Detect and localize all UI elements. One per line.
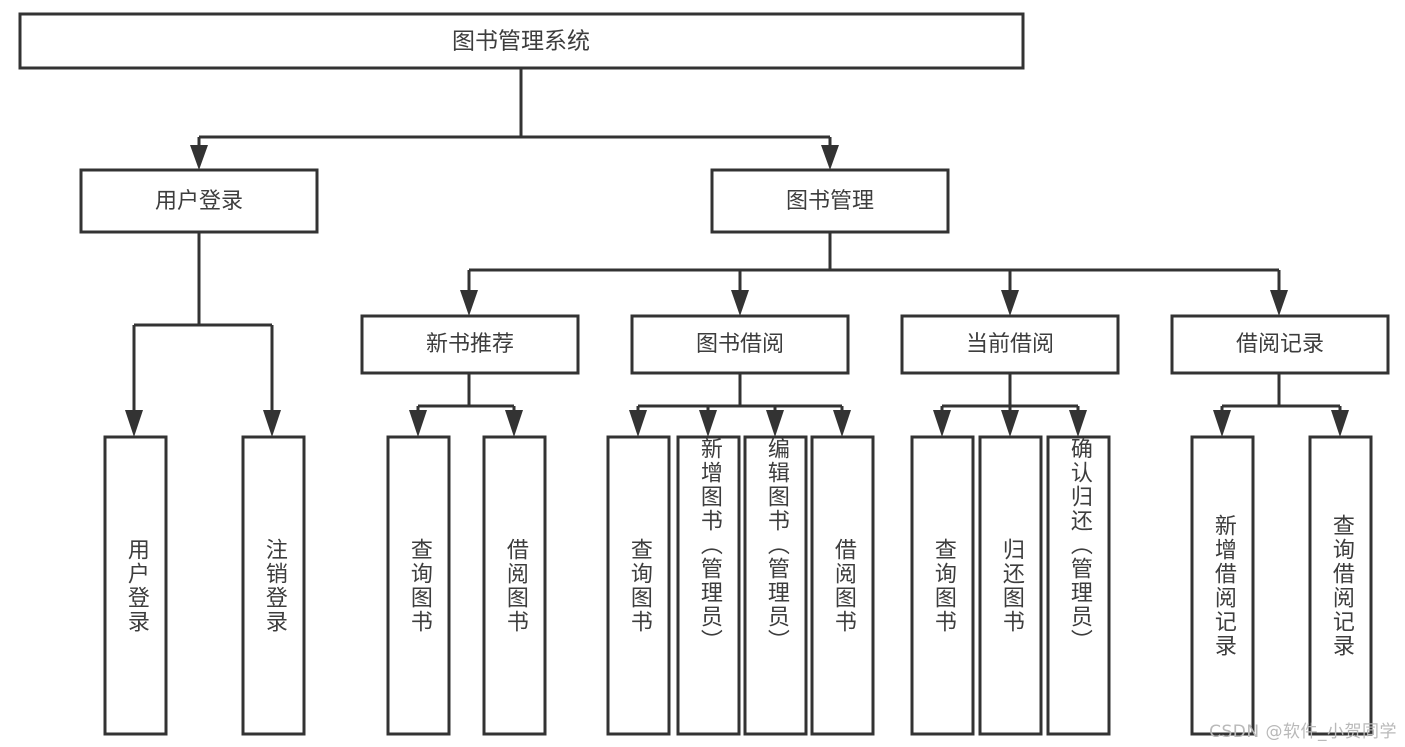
node-current-borrow-label: 当前借阅 bbox=[966, 332, 1054, 357]
arrow-icon-newbook-leaf-2 bbox=[505, 410, 523, 437]
node-current-borrow-box[interactable] bbox=[900, 314, 1120, 375]
node-current-borrow[interactable]: 当前借阅 bbox=[900, 314, 1120, 375]
arrow-icon-bookborrow-leaf-3 bbox=[766, 410, 784, 437]
connector-group-bookborrow-to-leaves bbox=[629, 373, 851, 437]
connector-group-newbook-to-leaves bbox=[409, 373, 523, 437]
connector-group-bookmanage-to-level3 bbox=[460, 232, 1288, 316]
arrow-icon-currentborrow-leaf-3 bbox=[1069, 410, 1087, 437]
node-user-login-box[interactable] bbox=[79, 168, 319, 234]
leaf-box-new-book-1[interactable] bbox=[386, 435, 451, 736]
leaf-box-user-login-1[interactable] bbox=[103, 435, 168, 736]
arrow-icon-to-new-book bbox=[460, 290, 478, 316]
watermark-label: CSDN @软件_小贺同学 bbox=[1209, 722, 1397, 742]
arrow-icon-borrowrecord-leaf-2 bbox=[1331, 410, 1349, 437]
leaf-node-user-login-2[interactable] bbox=[241, 435, 306, 736]
connector-group-root-to-level2 bbox=[190, 68, 839, 170]
leaf-box-book-borrow-2[interactable] bbox=[676, 435, 741, 736]
leaf-node-user-login-1[interactable] bbox=[103, 435, 168, 736]
node-root-box[interactable] bbox=[18, 12, 1025, 70]
leaf-box-current-borrow-1[interactable] bbox=[910, 435, 975, 736]
node-book-borrow[interactable]: 图书借阅 bbox=[630, 314, 850, 375]
connector-group-userlogin-to-leaves bbox=[125, 232, 281, 437]
leaf-node-borrow-record-2[interactable] bbox=[1308, 435, 1373, 736]
node-borrow-record-box[interactable] bbox=[1170, 314, 1390, 375]
arrow-icon-bookborrow-leaf-1 bbox=[629, 410, 647, 437]
arrow-icon-to-borrow-record bbox=[1270, 290, 1288, 316]
arrow-icon-borrowrecord-leaf-1 bbox=[1213, 410, 1231, 437]
leaf-node-current-borrow-3[interactable] bbox=[1046, 435, 1111, 736]
node-root-label: 图书管理系统 bbox=[452, 29, 590, 55]
leaf-node-new-book-2[interactable] bbox=[482, 435, 547, 736]
leaf-node-current-borrow-2[interactable] bbox=[978, 435, 1043, 736]
node-new-book-box[interactable] bbox=[360, 314, 580, 375]
arrow-icon-to-current-borrow bbox=[1001, 290, 1019, 316]
leaf-box-current-borrow-2[interactable] bbox=[978, 435, 1043, 736]
node-book-manage-box[interactable] bbox=[710, 168, 950, 234]
leaf-box-book-borrow-4[interactable] bbox=[810, 435, 875, 736]
leaf-node-borrow-record-1[interactable] bbox=[1190, 435, 1255, 736]
arrow-icon-to-book-manage bbox=[821, 145, 839, 170]
leaf-box-borrow-record-2[interactable] bbox=[1308, 435, 1373, 736]
leaf-node-current-borrow-1[interactable] bbox=[910, 435, 975, 736]
leaf-node-book-borrow-1[interactable] bbox=[606, 435, 671, 736]
node-new-book-label: 新书推荐 bbox=[426, 332, 514, 357]
node-root[interactable]: 图书管理系统 bbox=[18, 12, 1025, 70]
arrow-icon-bookborrow-leaf-2 bbox=[699, 410, 717, 437]
leaf-node-book-borrow-4[interactable] bbox=[810, 435, 875, 736]
leaf-box-current-borrow-3[interactable] bbox=[1046, 435, 1111, 736]
leaf-node-new-book-1[interactable] bbox=[386, 435, 451, 736]
connector-group-borrowrecord-to-leaves bbox=[1213, 373, 1349, 437]
node-book-borrow-box[interactable] bbox=[630, 314, 850, 375]
arrow-icon-to-book-borrow bbox=[731, 290, 749, 316]
node-book-manage[interactable]: 图书管理 bbox=[710, 168, 950, 234]
leaf-box-book-borrow-1[interactable] bbox=[606, 435, 671, 736]
node-new-book[interactable]: 新书推荐 bbox=[360, 314, 580, 375]
leaf-box-book-borrow-3[interactable] bbox=[743, 435, 808, 736]
leaf-node-book-borrow-3[interactable] bbox=[743, 435, 808, 736]
node-user-login-label: 用户登录 bbox=[155, 189, 243, 214]
arrow-icon-bookborrow-leaf-4 bbox=[833, 410, 851, 437]
arrow-icon-currentborrow-leaf-1 bbox=[933, 410, 951, 437]
node-borrow-record[interactable]: 借阅记录 bbox=[1170, 314, 1390, 375]
arrow-icon-newbook-leaf-1 bbox=[409, 410, 427, 437]
node-user-login[interactable]: 用户登录 bbox=[79, 168, 319, 234]
connector-group-currentborrow-to-leaves bbox=[933, 373, 1087, 437]
node-book-borrow-label: 图书借阅 bbox=[696, 332, 784, 357]
leaf-box-borrow-record-1[interactable] bbox=[1190, 435, 1255, 736]
node-borrow-record-label: 借阅记录 bbox=[1236, 332, 1324, 357]
node-book-manage-label: 图书管理 bbox=[786, 189, 874, 214]
leaf-box-new-book-2[interactable] bbox=[482, 435, 547, 736]
leaf-box-user-login-2[interactable] bbox=[241, 435, 306, 736]
arrow-icon-userlogin-leaf-2 bbox=[263, 410, 281, 437]
arrow-icon-to-user-login bbox=[190, 145, 208, 170]
leaf-node-book-borrow-2[interactable] bbox=[676, 435, 741, 736]
arrow-icon-currentborrow-leaf-2 bbox=[1001, 410, 1019, 437]
arrow-icon-userlogin-leaf-1 bbox=[125, 410, 143, 437]
